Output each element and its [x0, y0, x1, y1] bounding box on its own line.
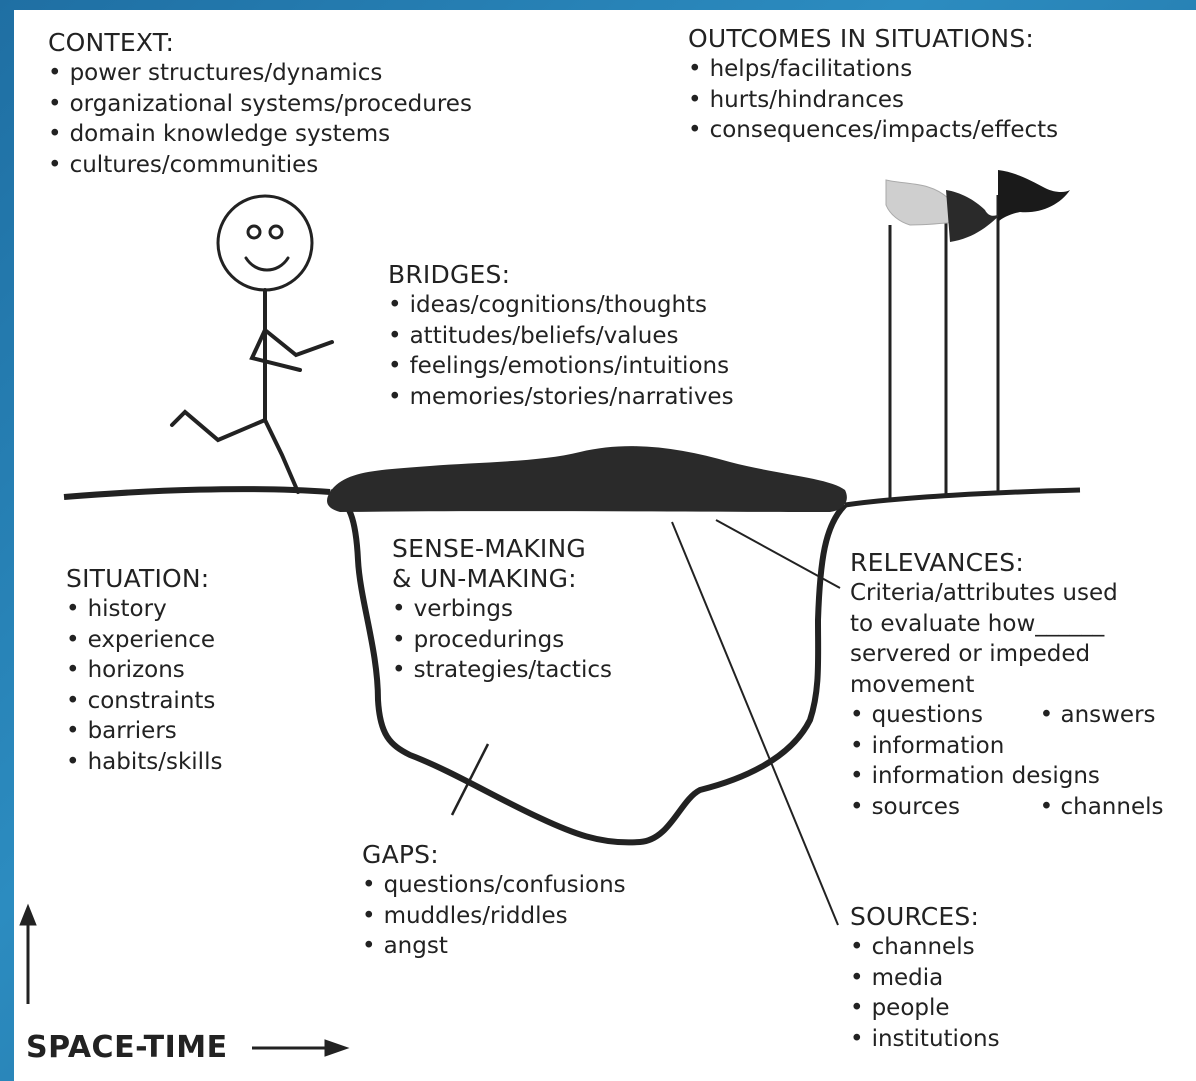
ground-left — [63, 486, 331, 500]
list-item: strategies/tactics — [392, 655, 612, 686]
list-item: people — [850, 993, 1000, 1024]
context-list: power structures/dynamics organizational… — [48, 58, 472, 180]
sources-block: SOURCES: channels media people instituti… — [850, 902, 1000, 1054]
ground-right — [844, 487, 1081, 508]
bridges-heading: BRIDGES: — [388, 260, 511, 289]
sources-list: channels media people institutions — [850, 932, 1000, 1054]
list-item: attitudes/beliefs/values — [388, 321, 734, 352]
list-item: verbings — [392, 594, 612, 625]
bridge-mound — [327, 446, 847, 512]
list-item: experience — [66, 625, 222, 656]
situation-heading: SITUATION: — [66, 564, 210, 593]
sources-heading: SOURCES: — [850, 902, 980, 931]
gaps-heading: GAPS: — [362, 840, 439, 869]
relevances-description-line: movement — [850, 671, 975, 698]
sensemaking-heading-line1: SENSE-MAKING — [392, 534, 586, 563]
list-item: angst — [362, 931, 626, 962]
list-item: ideas/cognitions/thoughts — [388, 290, 734, 321]
list-item: habits/skills — [66, 747, 223, 778]
list-item: muddles/riddles — [362, 901, 626, 932]
relevances-item-answers: • answers — [1039, 702, 1156, 728]
relevances-block: RELEVANCES: Criteria/attributes used to … — [850, 548, 1163, 822]
bridges-list: ideas/cognitions/thoughts attitudes/beli… — [388, 290, 734, 412]
list-item: feelings/emotions/intuitions — [388, 351, 734, 382]
gap-pit-outline — [328, 489, 848, 846]
list-item: hurts/hindrances — [688, 85, 1058, 116]
list-item: institutions — [850, 1024, 1000, 1055]
context-heading: CONTEXT: — [48, 28, 175, 57]
relevances-pointer — [715, 519, 841, 589]
list-item: questions • answers — [850, 700, 1163, 731]
list-item: cultures/communities — [48, 150, 472, 181]
list-item: helps/facilitations — [688, 54, 1058, 85]
context-block: CONTEXT: power structures/dynamics organ… — [48, 28, 472, 180]
relevances-description-line: Criteria/attributes used — [850, 580, 1118, 606]
list-item: channels — [850, 932, 1000, 963]
relevances-item-questions: questions — [871, 702, 983, 728]
gap-tick — [450, 743, 490, 816]
list-item: memories/stories/narratives — [388, 382, 734, 413]
relevances-item-channels: • channels — [1039, 793, 1164, 820]
list-item: domain knowledge systems — [48, 119, 472, 150]
outcomes-heading: OUTCOMES IN SITUATIONS: — [688, 24, 1035, 53]
flags — [885, 170, 1070, 498]
space-time-label: SPACE-TIME — [26, 1030, 228, 1065]
gaps-block: GAPS: questions/confusions muddles/riddl… — [362, 840, 626, 962]
relevances-description-line: to evaluate how______ — [850, 610, 1105, 637]
list-item: organizational systems/procedures — [48, 89, 472, 120]
sensemaking-list: verbings procedurings strategies/tactics — [392, 594, 612, 686]
list-item: horizons — [66, 655, 222, 686]
bridges-block: BRIDGES: ideas/cognitions/thoughts attit… — [388, 260, 734, 412]
sources-pointer — [671, 521, 839, 926]
list-item: questions/confusions — [362, 870, 626, 901]
relevances-heading: RELEVANCES: — [850, 548, 1024, 577]
list-item: consequences/impacts/effects — [688, 115, 1059, 146]
relevances-list: questions • answers information informat… — [850, 700, 1164, 823]
sensemaking-block: SENSE-MAKING & UN-MAKING: verbings proce… — [392, 534, 612, 686]
list-item: history — [66, 594, 222, 625]
list-item: constraints — [66, 686, 222, 717]
axis-arrows — [19, 903, 350, 1057]
list-item: media — [850, 963, 1000, 994]
stick-figure — [170, 194, 334, 494]
relevances-description-line: servered or impeded — [850, 641, 1091, 667]
list-item: information — [850, 731, 1163, 762]
outcomes-list: helps/facilitations hurts/hindrances con… — [688, 54, 1059, 146]
list-item: information designs — [850, 761, 1163, 792]
outcomes-block: OUTCOMES IN SITUATIONS: helps/facilitati… — [688, 24, 1058, 146]
list-item: power structures/dynamics — [48, 58, 472, 89]
gaps-list: questions/confusions muddles/riddles ang… — [362, 870, 626, 962]
list-item: barriers — [66, 716, 222, 747]
list-item: sources • channels — [850, 792, 1164, 823]
situation-list: history experience horizons constraints … — [66, 594, 223, 778]
list-item: procedurings — [392, 625, 612, 656]
relevances-item-sources: sources — [871, 793, 960, 820]
sensemaking-heading-line2: & UN-MAKING: — [392, 564, 577, 593]
situation-block: SITUATION: history experience horizons c… — [66, 564, 222, 777]
